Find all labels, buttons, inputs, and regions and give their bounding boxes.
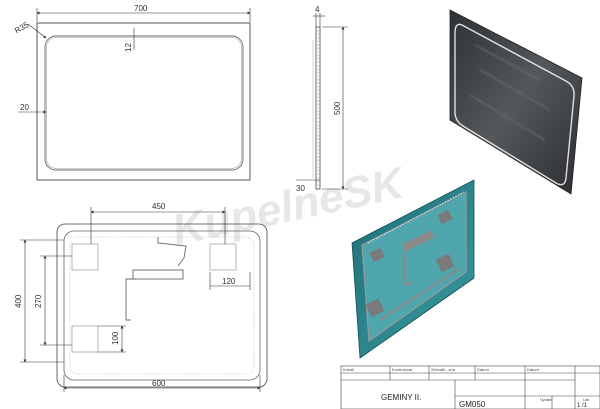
- dim-top-span-450: 450: [152, 202, 166, 211]
- front-view: [36, 22, 251, 181]
- side-view: [312, 26, 321, 190]
- dim-module-100: 100: [111, 331, 120, 345]
- render-front-3d: [449, 9, 583, 195]
- tb-label-issue: Vydání: [540, 397, 553, 402]
- tb-label-sheet: List: [583, 397, 590, 402]
- dim-module-120: 120: [222, 277, 236, 286]
- dim-bottom-600: 600: [152, 379, 166, 388]
- rear-cable: [125, 237, 187, 321]
- title-block: [340, 365, 600, 409]
- tb-sheet-number: 1 /1: [577, 403, 588, 409]
- tb-label-date1: Dátum: [477, 367, 489, 372]
- dim-height-270: 270: [34, 294, 43, 308]
- front-led-strip: [44, 35, 244, 171]
- dim-width-700: 700: [134, 4, 148, 13]
- tb-product-code: GM050: [459, 400, 486, 409]
- rear-holder-tr: [209, 243, 237, 271]
- radius-leader: [27, 23, 47, 39]
- front-dim-width: [36, 8, 251, 22]
- tb-label-date2: Dátum: [527, 367, 539, 372]
- dim-height-400: 400: [14, 294, 23, 308]
- rear-driver-box: [132, 269, 184, 280]
- rear-holder-bl: [71, 325, 99, 353]
- dim-height-500: 500: [333, 101, 342, 115]
- dim-thickness-4: 4: [315, 5, 320, 14]
- dim-depth-30: 30: [296, 184, 305, 193]
- tb-label-checked: Kontroloval: [392, 367, 412, 372]
- front-mirror-outline: [36, 22, 251, 181]
- dim-radius-r35: R35: [13, 20, 31, 35]
- tb-label-drawn: Kreslil: [343, 367, 354, 372]
- side-dims: [296, 13, 348, 190]
- rear-holder-tl: [71, 243, 99, 271]
- render-rear-3d: [351, 179, 475, 359]
- render-mirror-surface: [449, 9, 583, 195]
- rear-dims: [20, 207, 261, 392]
- tb-label-approved: Schválil - zná: [431, 367, 456, 372]
- rear-view: [56, 223, 268, 388]
- render-driver-box: [401, 230, 435, 252]
- dim-led-side-20: 20: [20, 103, 29, 112]
- side-mirror-profile: [315, 26, 321, 190]
- dim-led-top-12: 12: [124, 43, 133, 52]
- rear-outline: [56, 223, 268, 388]
- render-led-glow: [454, 23, 575, 186]
- tb-product-name: GEMINY II.: [381, 393, 421, 402]
